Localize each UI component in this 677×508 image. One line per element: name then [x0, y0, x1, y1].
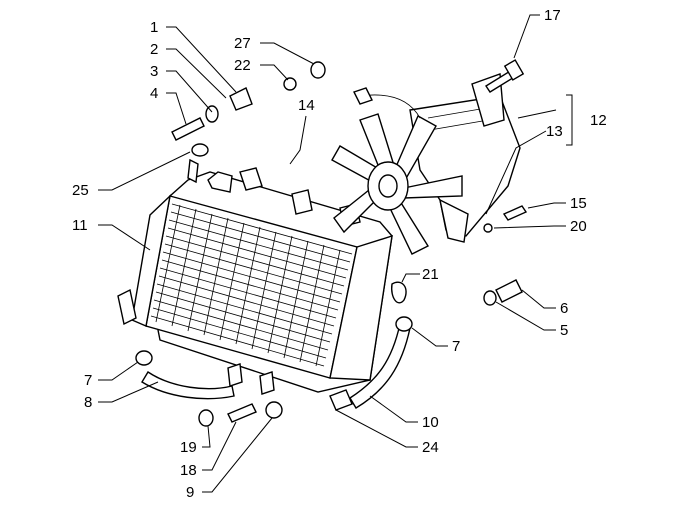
- callout-4: 4: [150, 85, 158, 102]
- callout-22: 22: [234, 57, 251, 74]
- radiator-core-fins: [150, 203, 353, 367]
- callout-1: 1: [150, 19, 158, 36]
- callout-5: 5: [560, 322, 568, 339]
- callout-9: 9: [186, 484, 194, 501]
- callout-10: 10: [422, 414, 439, 431]
- callout-17: 17: [544, 7, 561, 24]
- callout-25: 25: [72, 182, 89, 199]
- callout-6: 6: [560, 300, 568, 317]
- callout-19: 19: [180, 439, 197, 456]
- callout-20: 20: [570, 218, 587, 235]
- radiator-assembly: [117, 158, 393, 395]
- callout-27: 27: [234, 35, 251, 52]
- callout-14: 14: [298, 97, 315, 114]
- callout-3: 3: [150, 63, 158, 80]
- group-bracket: [566, 94, 573, 146]
- hardware-parts: [135, 59, 528, 427]
- callout-labels: 1 2 3 4 27 22 14 17 12 13 25 11 15 20 21…: [72, 7, 607, 501]
- callout-15: 15: [570, 195, 587, 212]
- callout-11: 11: [72, 217, 88, 234]
- callout-21: 21: [422, 266, 439, 283]
- callout-7-right: 7: [452, 338, 460, 355]
- callout-2: 2: [150, 41, 158, 58]
- callout-8: 8: [84, 394, 92, 411]
- callout-12: 12: [590, 112, 607, 129]
- leader-lines: [98, 14, 566, 493]
- callout-7-left: 7: [84, 372, 92, 389]
- cooling-fan-assembly: [331, 73, 521, 255]
- callout-24: 24: [422, 439, 439, 456]
- callout-13: 13: [546, 123, 563, 140]
- callout-18: 18: [180, 462, 197, 479]
